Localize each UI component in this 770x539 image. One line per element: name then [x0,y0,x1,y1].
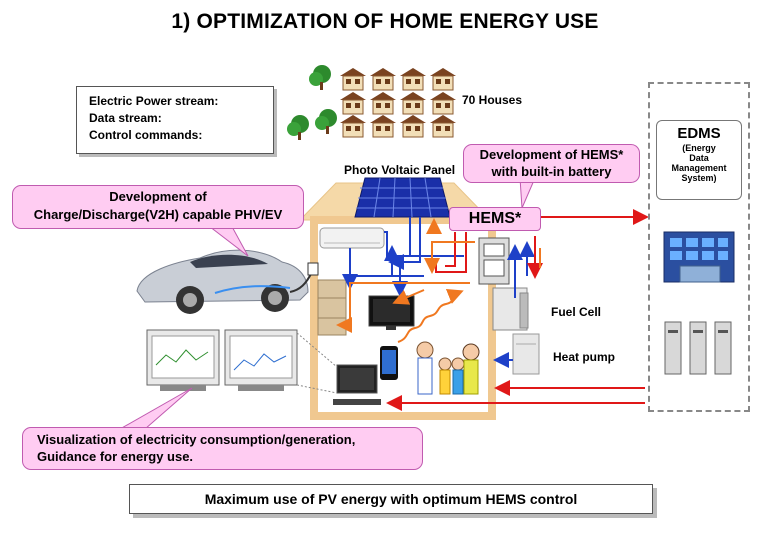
tv-icon [368,295,415,330]
house-icon [400,92,426,115]
tree-icon [315,109,337,134]
hems-callout: Development of HEMS* with built-in batte… [463,144,640,183]
vis-callout-pointer [118,387,193,430]
legend-control-label: Control commands: [89,128,203,142]
hems-callout-line2: with built-in battery [491,164,612,179]
house-icon [430,68,456,91]
fuel-cell-icon [492,287,529,331]
fuel-cell-label: Fuel Cell [551,305,602,319]
ev-callout: Development of Charge/Discharge(V2H) cap… [12,185,304,229]
data-flows [386,209,649,411]
house-icon [370,115,396,138]
monitor-icon [146,329,220,391]
edms-title: EDMS [677,125,721,142]
smartphone-icon [380,346,398,380]
heat-pump-label: Heat pump [553,350,616,364]
plug-icon [307,262,319,276]
house-icon [430,92,456,115]
heat-pump-icon [512,333,540,375]
projection-lines [296,332,338,394]
legend-box: Electric Power stream: Data stream: Cont… [76,86,274,154]
family-icon [416,341,480,395]
tree-icon [287,115,309,140]
legend-data-label: Data stream: [89,111,162,125]
pc-icon [333,364,381,405]
page-title: 1) OPTIMIZATION OF HOME ENERGY USE [171,10,599,33]
house-icon [340,68,366,91]
vis-callout-line2: Guidance for energy use. [37,449,194,464]
control-room-icon [663,231,735,283]
legend-power-label: Electric Power stream: [89,94,219,108]
edms-panel [648,82,750,412]
air-conditioner-icon [319,227,385,249]
control-flows [336,218,541,343]
ev-callout-line1: Development of [109,189,207,204]
refrigerator-icon [317,279,347,336]
visualization-callout: Visualization of electricity consumption… [22,427,423,470]
hems-callout-line1: Development of HEMS* [479,147,624,162]
ev-callout-line2: Charge/Discharge(V2H) capable PHV/EV [33,207,283,222]
hems-box: HEMS* [449,207,541,231]
ev-car-icon [136,249,309,314]
summary-box: Maximum use of PV energy with optimum HE… [129,484,653,514]
house-icon [370,92,396,115]
house-icon [430,115,456,138]
pv-panel [354,177,451,218]
tree-icon [309,65,331,90]
server-rack-icon [664,321,732,375]
house-icon [370,68,396,91]
house-icon [340,92,366,115]
edms-subtitle: (Energy Data Management System) [671,143,727,183]
houses-group [340,68,456,138]
house-icon [340,115,366,138]
house-icon [400,68,426,91]
monitor-icon [224,329,298,391]
houses-label: 70 Houses [462,93,523,107]
house-icon [400,115,426,138]
pv-panel-label: Photo Voltaic Panel [344,163,456,177]
edms-box: EDMS (Energy Data Management System) [656,120,742,200]
vis-callout-line1: Visualization of electricity consumption… [37,432,356,447]
hems-device-icon [478,237,510,285]
